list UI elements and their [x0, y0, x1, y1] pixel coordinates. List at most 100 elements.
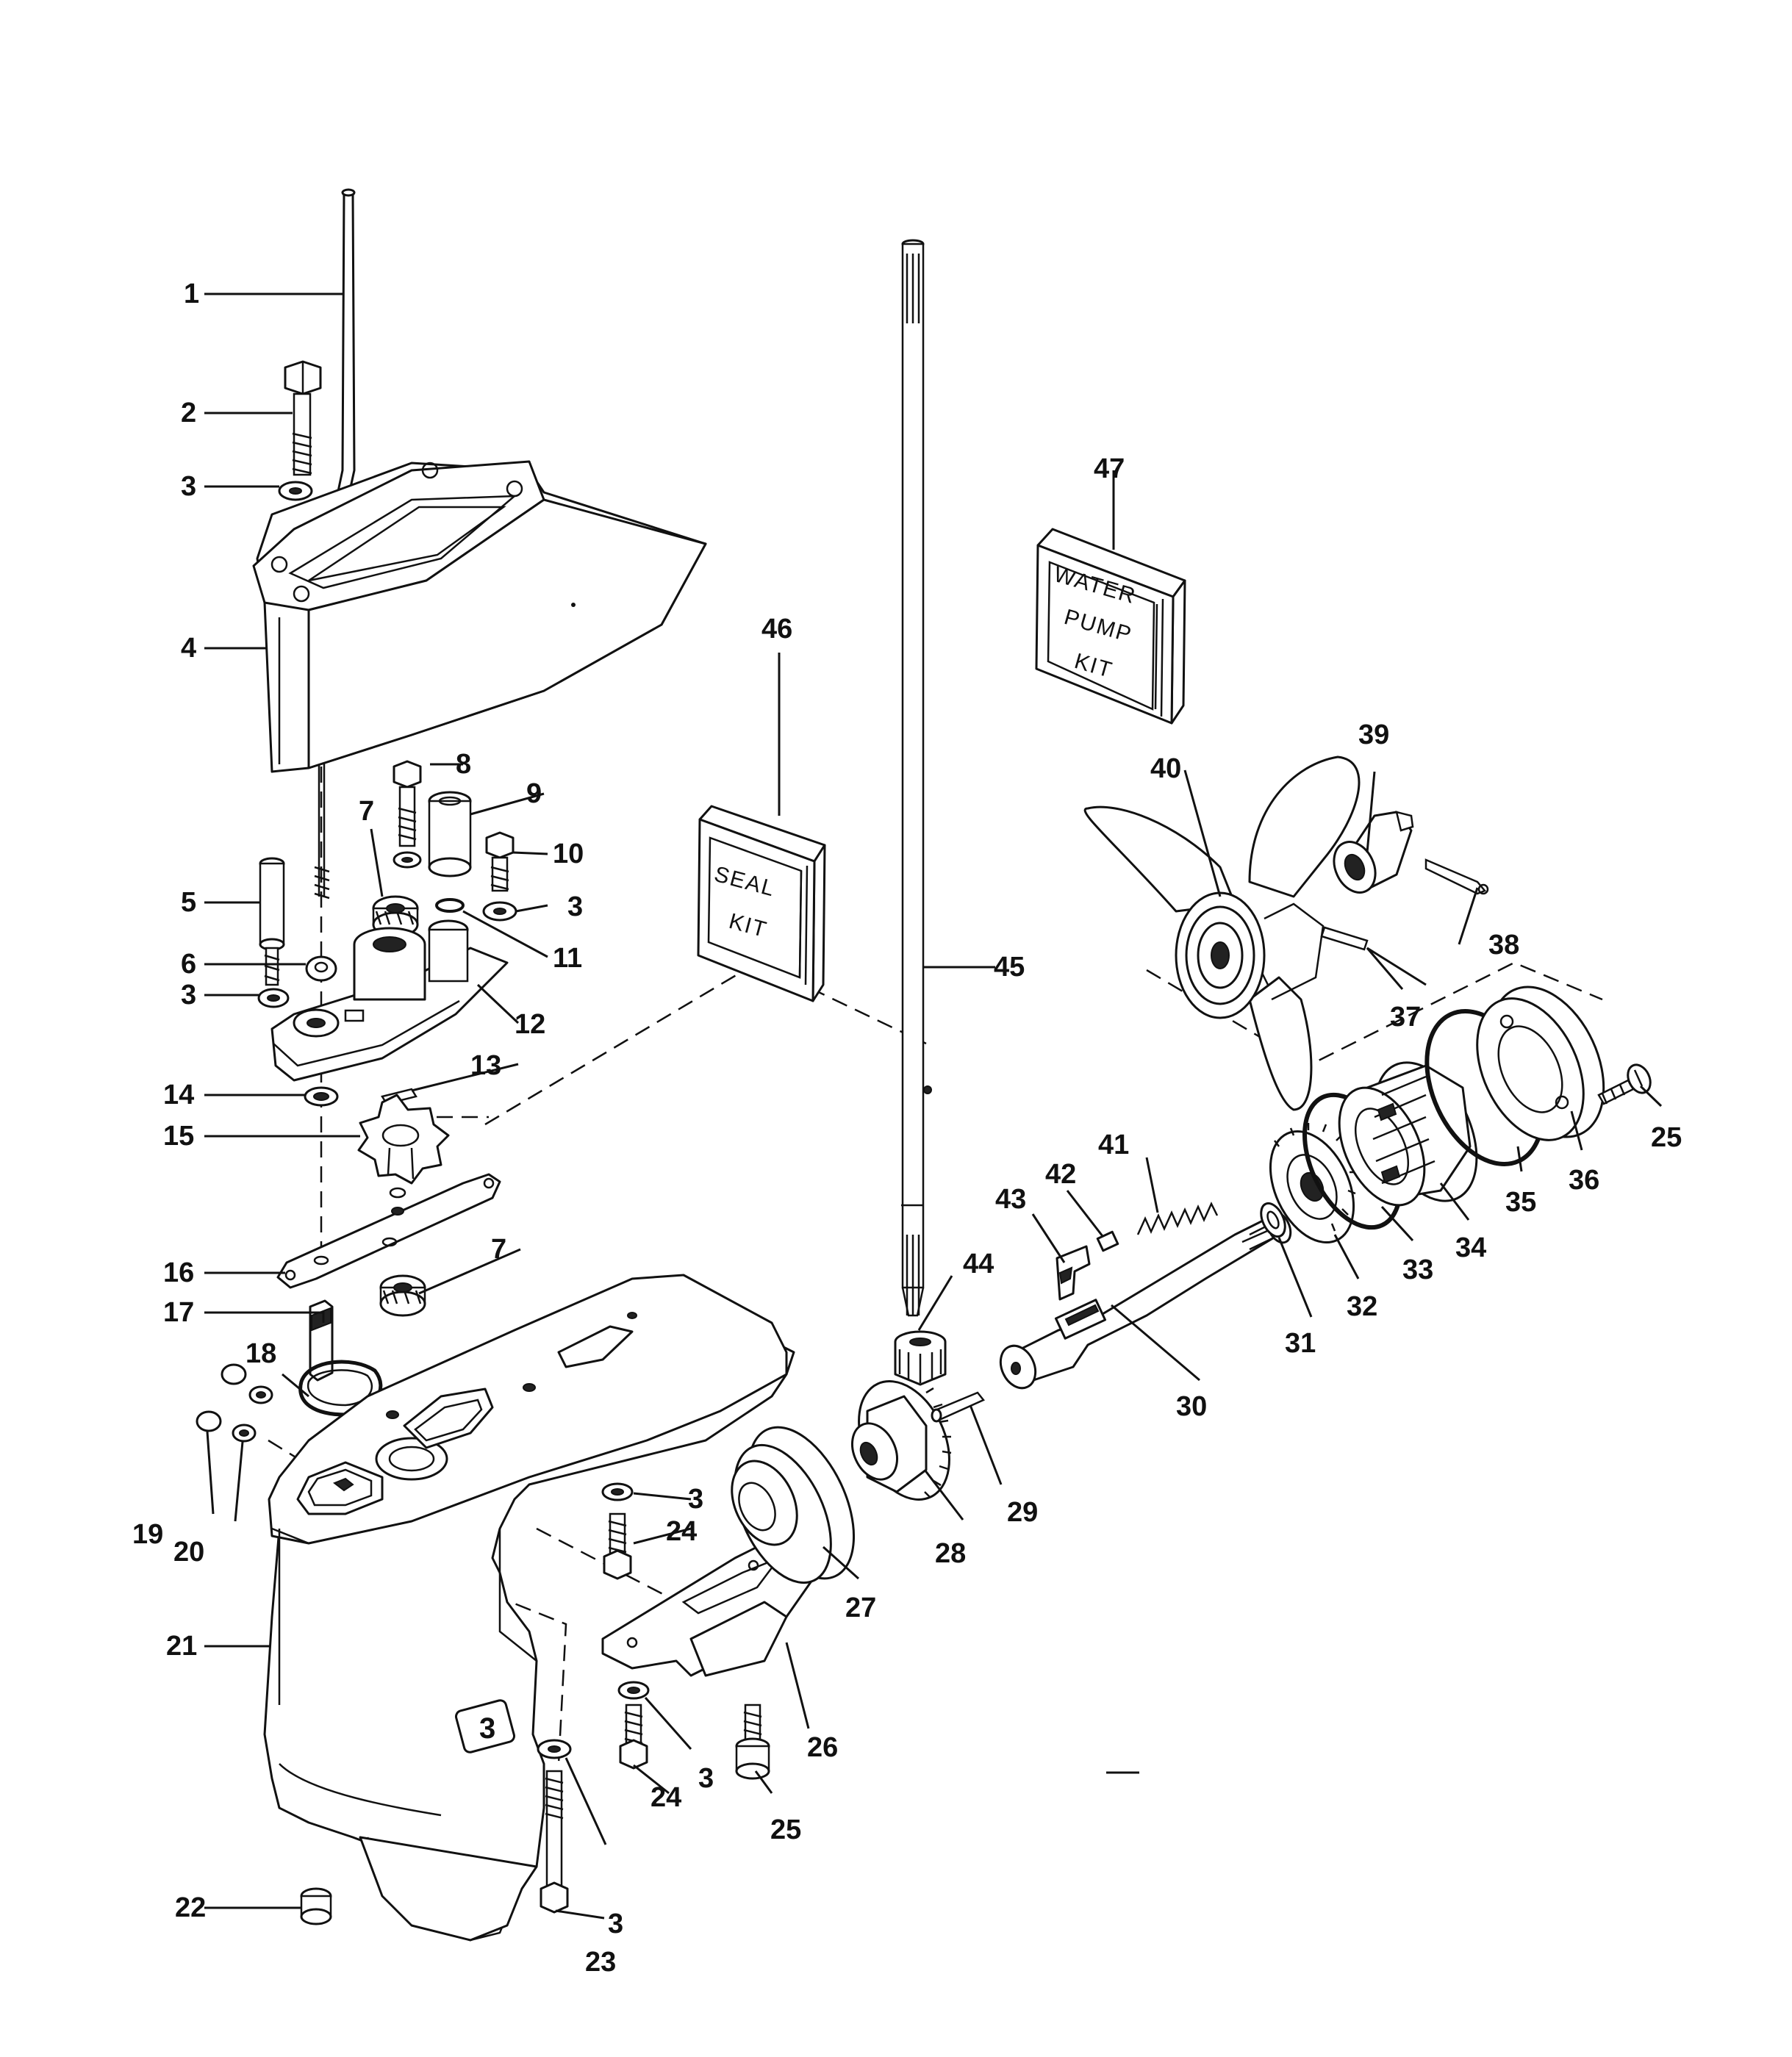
callout-27: 27: [845, 1593, 876, 1623]
part-reverse-gear: [1269, 1123, 1357, 1244]
part-driveshaft-housing: [252, 460, 707, 773]
part-bolt-24-lower: [617, 1681, 650, 1770]
part-retainer: [1476, 986, 1605, 1141]
callout-29: 29: [1007, 1497, 1038, 1528]
part-seal-lower: [379, 1274, 426, 1317]
part-forward-gear: [851, 1380, 952, 1501]
callout-44: 44: [963, 1249, 994, 1279]
callout-30: 30: [1176, 1391, 1207, 1422]
part-bearing-housing: [1338, 1061, 1478, 1207]
callout-24b: 24: [651, 1782, 681, 1813]
callout-24a: 24: [666, 1516, 697, 1547]
part-plate: [276, 1173, 501, 1289]
part-washer-14: [304, 1086, 339, 1107]
part-cotter-pin: [1424, 858, 1489, 895]
callout-19: 19: [132, 1519, 163, 1550]
part-bolt-8: [393, 760, 422, 869]
part-gearcase: 3: [263, 1274, 795, 1942]
part-shear-pin: [1320, 926, 1369, 951]
callout-46: 46: [761, 614, 792, 645]
part-cap-screw-upper: [1597, 1063, 1652, 1105]
callout-28: 28: [935, 1538, 966, 1569]
callout-10: 10: [553, 839, 584, 869]
callout-6: 6: [181, 949, 196, 980]
part-pump-base: [270, 919, 509, 1082]
callout-25a: 25: [1651, 1122, 1682, 1153]
callout-3c: 3: [608, 1909, 623, 1939]
callout-16: 16: [163, 1257, 194, 1288]
part-propeller-shaft: [999, 1210, 1292, 1390]
part-bolt-24-upper: [601, 1482, 634, 1580]
callout-9: 9: [526, 778, 542, 809]
callout-37: 37: [1390, 1002, 1421, 1033]
callout-7b: 7: [491, 1234, 506, 1265]
callout-32: 32: [1347, 1291, 1377, 1322]
callout-41: 41: [1098, 1130, 1129, 1160]
callout-15: 15: [163, 1121, 194, 1152]
callout-2: 2: [181, 398, 196, 428]
callout-7a: 7: [359, 796, 374, 827]
callout-42: 42: [1045, 1159, 1076, 1190]
part-plugs-19-20: [196, 1363, 273, 1443]
part-driveshaft: [901, 239, 932, 1317]
callout-8: 8: [456, 749, 471, 780]
callout-25b: 25: [770, 1814, 801, 1845]
callout-3b: 3: [181, 980, 196, 1010]
callout-35: 35: [1505, 1187, 1536, 1218]
callout-3d: 3: [698, 1763, 714, 1794]
part-washer-top: [278, 481, 313, 501]
callout-33: 33: [1402, 1254, 1433, 1285]
callout-31: 31: [1285, 1328, 1316, 1359]
callout-43: 43: [995, 1184, 1026, 1215]
part-thrust-ring: [1260, 1202, 1286, 1238]
callout-36: 36: [1569, 1165, 1599, 1196]
callout-47: 47: [1094, 453, 1125, 484]
leader-lines: [204, 292, 1663, 1920]
part-pin-29: [931, 1391, 985, 1423]
callout-5: 5: [181, 887, 196, 918]
callout-34: 34: [1455, 1232, 1486, 1263]
callout-38: 38: [1488, 930, 1519, 961]
callout-3a: 3: [181, 471, 196, 502]
callout-22: 22: [175, 1892, 206, 1923]
callout-26: 26: [807, 1732, 838, 1763]
part-impeller: [357, 1094, 450, 1185]
callout-23: 23: [585, 1947, 616, 1978]
part-sleeve: [428, 791, 472, 877]
callout-11: 11: [553, 943, 582, 974]
callout-1: 1: [184, 279, 199, 309]
callout-12: 12: [515, 1009, 545, 1040]
callout-13: 13: [470, 1050, 501, 1081]
callout-45: 45: [994, 952, 1025, 983]
callout-21: 21: [166, 1631, 197, 1662]
part-pinion-gear: [894, 1330, 947, 1386]
callout-20: 20: [173, 1537, 204, 1568]
part-clip-17: [309, 1299, 334, 1382]
callout-3f: 3: [688, 1484, 703, 1515]
callout-3e: 3: [567, 891, 583, 922]
part-bushing: [305, 955, 337, 982]
callout-17: 17: [163, 1297, 194, 1328]
part-bolt-10: [482, 831, 517, 922]
callout-labels: 1 2 3 4 5 6 3 14 15 16 17 18 19 20 21 22…: [132, 279, 1682, 1978]
part-bearing-carrier: [731, 1426, 856, 1584]
part-clutch-key: [1056, 1245, 1091, 1301]
part-washer-6: [257, 988, 290, 1008]
part-spacer-stud: [259, 857, 285, 986]
callout-4: 4: [181, 633, 196, 664]
part-bolt-top: [284, 360, 322, 476]
gearcase-mark: 3: [479, 1712, 497, 1745]
part-detent: [1096, 1230, 1119, 1252]
part-spring: [1136, 1202, 1219, 1235]
callout-14: 14: [163, 1080, 194, 1110]
part-cone-nut: [1333, 811, 1414, 894]
part-long-bolt: [537, 1739, 572, 1914]
part-cap-screw-lower: [735, 1704, 770, 1780]
part-propeller: [1083, 755, 1361, 1111]
part-drain-plug: [300, 1887, 332, 1925]
callout-18: 18: [245, 1338, 276, 1369]
callout-39: 39: [1358, 719, 1389, 750]
callout-40: 40: [1150, 753, 1181, 784]
seal-kit-box: SEAL KIT: [697, 805, 826, 1002]
